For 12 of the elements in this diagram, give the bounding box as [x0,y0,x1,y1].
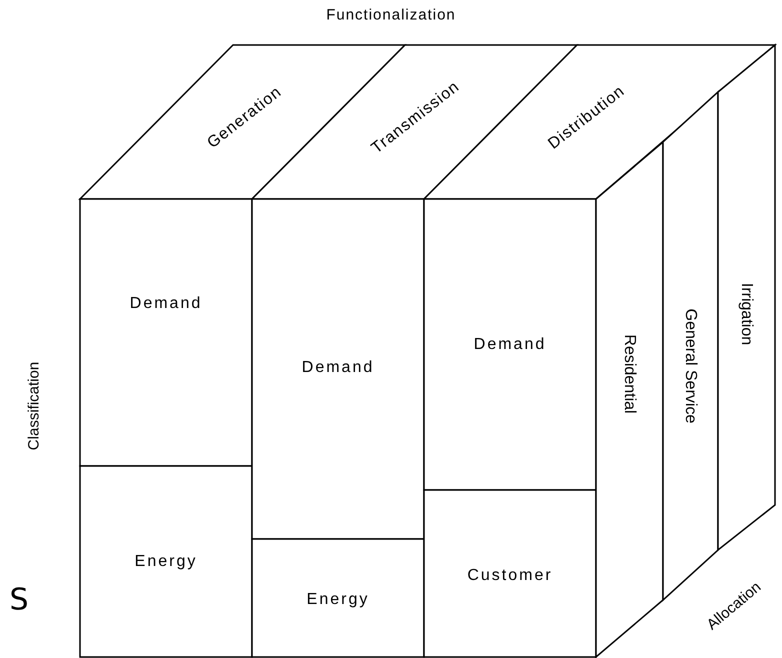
cell-label: Energy [134,553,198,571]
axis-title: Functionalization [326,6,456,24]
axis-title: Classification [26,362,42,450]
cell-label: Demand [130,295,202,313]
cell-label: General Service [681,308,699,424]
stray-letter: S [9,582,29,618]
cell-label: Residential [620,334,638,414]
cell-label: Irrigation [737,282,755,346]
cell-label: Demand [474,336,546,354]
cell-label: Customer [467,567,553,585]
cell-label: Demand [302,359,374,377]
cell-label: Energy [306,591,370,609]
